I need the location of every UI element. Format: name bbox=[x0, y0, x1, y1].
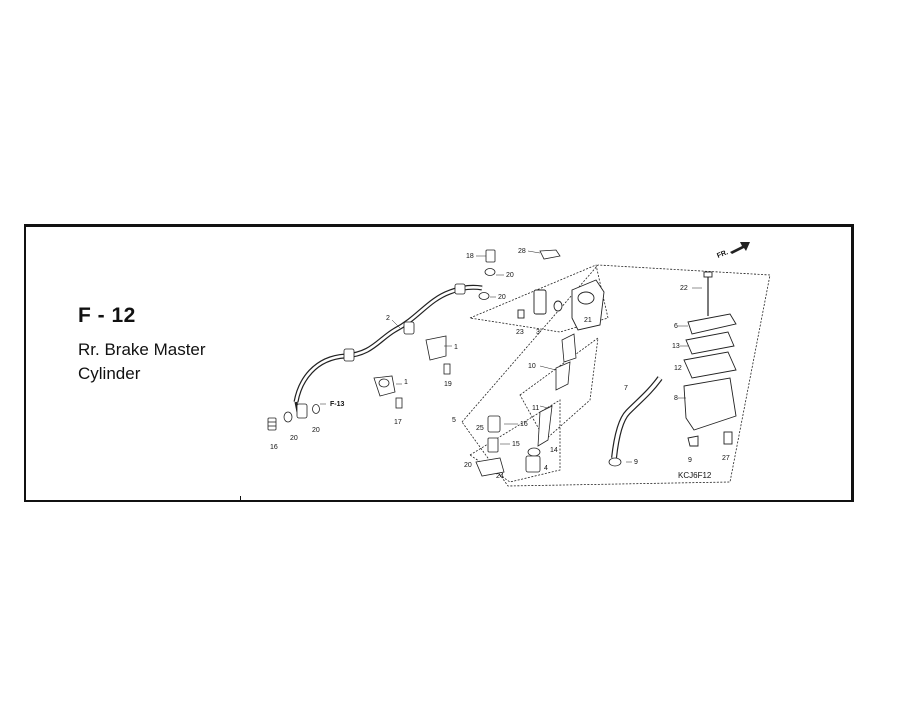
section-code: F - 12 bbox=[78, 304, 136, 327]
section-title-line-1: Rr. Brake Master bbox=[78, 340, 206, 359]
callout-16: 16 bbox=[270, 444, 278, 451]
callout-24: 24 bbox=[496, 473, 504, 480]
callout-19: 19 bbox=[444, 381, 452, 388]
diagram-ref-code: KCJ6F12 bbox=[678, 471, 712, 480]
diagram-frame bbox=[24, 224, 854, 502]
callout-15: 15 bbox=[512, 441, 520, 448]
callout-27: 27 bbox=[722, 455, 730, 462]
callout-20c: 20 bbox=[290, 435, 298, 442]
callout-20a: 20 bbox=[506, 272, 514, 279]
section-title-line-2: Cylinder bbox=[78, 364, 141, 383]
callout-17: 17 bbox=[394, 419, 402, 426]
frame-bottom-border bbox=[24, 500, 854, 502]
callout-28: 28 bbox=[518, 248, 526, 255]
callout-8: 8 bbox=[674, 395, 678, 402]
callout-22: 22 bbox=[680, 285, 688, 292]
upper-banjo-parts bbox=[478, 249, 561, 300]
reservoir-hose bbox=[611, 376, 663, 459]
callout-9: 9 bbox=[634, 459, 638, 466]
callout-5: 5 bbox=[452, 417, 456, 424]
callout-labels: 1 1 2 3 4 5 6 7 8 9 9 10 11 12 13 14 15 … bbox=[270, 248, 730, 480]
callout-12: 12 bbox=[674, 365, 682, 372]
clamp-bolt-17 bbox=[395, 397, 403, 409]
piston-assembly bbox=[475, 333, 577, 477]
front-arrow-icon bbox=[730, 242, 750, 254]
callout-2: 2 bbox=[386, 315, 390, 322]
hose-clamp-2 bbox=[425, 335, 451, 375]
frame-left-border bbox=[24, 224, 26, 502]
frame-top-border bbox=[24, 224, 854, 227]
frame-divider-tick bbox=[240, 496, 241, 502]
section-title: Rr. Brake Master Cylinder bbox=[78, 338, 248, 386]
front-marker-label: FR. bbox=[716, 249, 729, 260]
callout-4: 4 bbox=[544, 465, 548, 472]
callout-20d: 20 bbox=[312, 427, 320, 434]
callout-14: 14 bbox=[550, 447, 558, 454]
callout-13: 13 bbox=[672, 343, 680, 350]
hose-bolts-and-washers bbox=[267, 403, 320, 431]
callout-7: 7 bbox=[624, 385, 628, 392]
hose-fittings bbox=[343, 283, 466, 362]
callout-16b: 16 bbox=[520, 421, 528, 428]
callout-18: 18 bbox=[466, 253, 474, 260]
hose-clip-9 bbox=[608, 457, 622, 467]
hose-clamp-1 bbox=[373, 375, 396, 397]
callout-11: 11 bbox=[532, 405, 539, 412]
callout-9b: 9 bbox=[688, 457, 692, 464]
callout-10: 10 bbox=[528, 363, 536, 370]
reservoir-parts bbox=[683, 271, 737, 447]
callout-25: 25 bbox=[476, 425, 484, 432]
cross-ref-label: F-13 bbox=[330, 401, 345, 408]
master-cylinder-body bbox=[517, 279, 605, 331]
callout-20b: 20 bbox=[498, 294, 506, 301]
callout-23: 23 bbox=[516, 329, 524, 336]
callout-6: 6 bbox=[674, 323, 678, 330]
callout-20e: 20 bbox=[464, 462, 472, 469]
callout-1: 1 bbox=[404, 379, 408, 386]
frame-right-border bbox=[851, 224, 854, 502]
leader-lines bbox=[320, 250, 702, 463]
callout-21: 21 bbox=[584, 317, 592, 324]
callout-1b: 1 bbox=[454, 344, 458, 351]
exploded-parts-diagram: 1 1 2 3 4 5 6 7 8 9 9 10 11 12 13 14 15 … bbox=[267, 242, 771, 487]
callout-3: 3 bbox=[536, 329, 540, 336]
